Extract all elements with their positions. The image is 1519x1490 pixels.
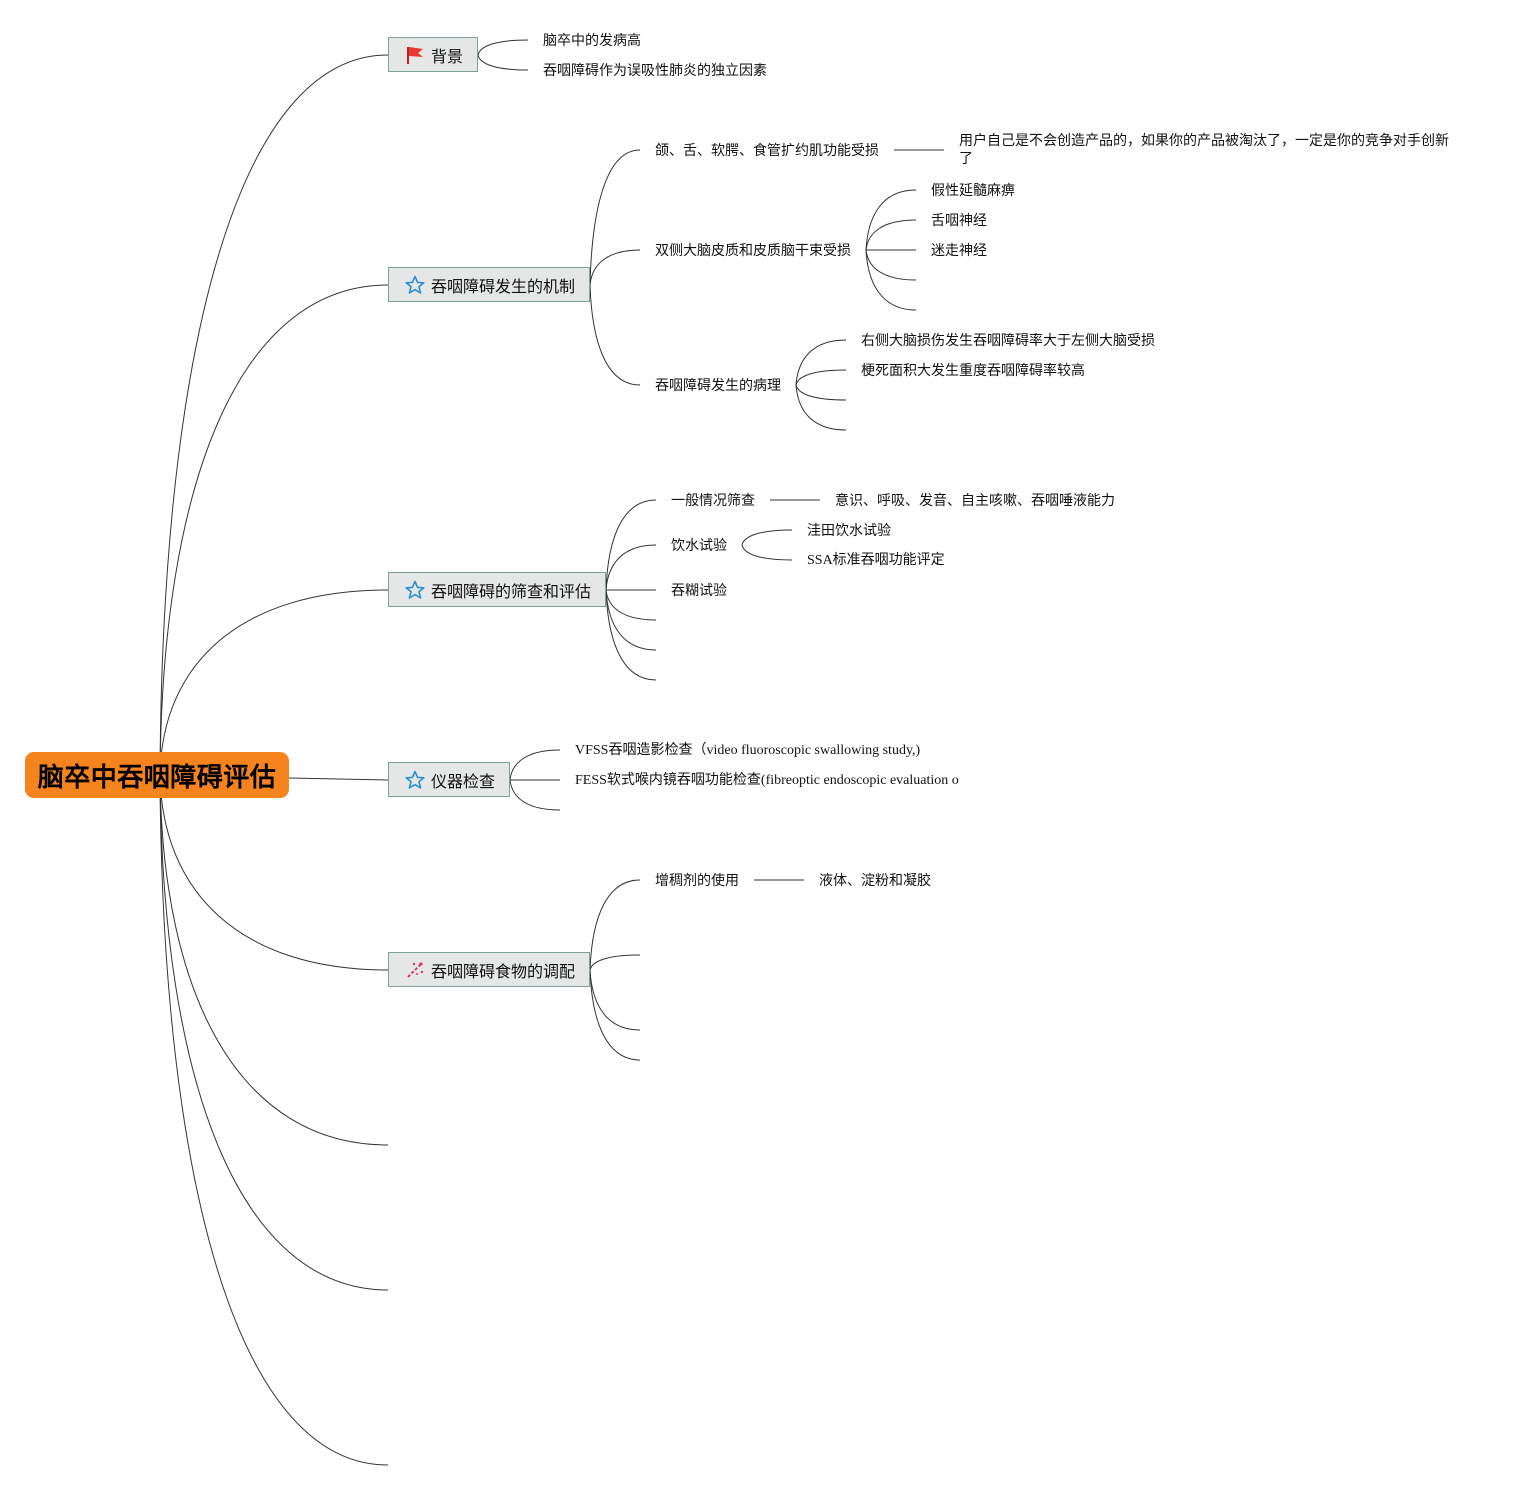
water-branch-0 bbox=[741, 529, 793, 546]
leaf-pathology-2[interactable]: 梗死面积大发生重度吞咽障碍率较高 bbox=[861, 363, 1085, 379]
mechanism-branch-0 bbox=[589, 149, 641, 286]
root-branch-0 bbox=[159, 54, 389, 776]
cortex-branch-0 bbox=[865, 189, 917, 251]
leaf-instrument-vfss[interactable]: VFSS吞咽造影检查（video fluoroscopic swallowing… bbox=[575, 743, 921, 758]
leaf-cortex-1[interactable]: 假性延髓麻痹 bbox=[931, 183, 1015, 199]
star-icon bbox=[405, 770, 425, 790]
screening-branch-3 bbox=[605, 589, 657, 621]
star-icon bbox=[405, 580, 425, 600]
water-branch-1 bbox=[741, 544, 793, 561]
leaf-cortex-3[interactable]: 迷走神经 bbox=[931, 243, 987, 259]
leaf-background-1[interactable]: 脑卒中的发病高 bbox=[543, 33, 641, 49]
instrument-branch-2 bbox=[509, 779, 561, 811]
subtopic-pathology[interactable]: 吞咽障碍发生的病理 bbox=[655, 378, 781, 394]
root-branch-5 bbox=[159, 774, 389, 1291]
leaf-water-2[interactable]: SSA标准吞咽功能评定 bbox=[807, 553, 945, 568]
screening-branch-5 bbox=[605, 589, 657, 681]
sparkle-icon bbox=[405, 960, 425, 980]
pathology-branch-0 bbox=[795, 339, 847, 386]
screening-branch-0 bbox=[605, 499, 657, 591]
mechanism-branch-2 bbox=[589, 284, 641, 386]
root-topic-label: 脑卒中吞咽障碍评估 bbox=[37, 762, 277, 793]
topic-mechanism-label: 吞咽障碍发生的机制 bbox=[431, 276, 576, 296]
leaf-pathology-1[interactable]: 右侧大脑损伤发生吞咽障碍率大于左侧大脑受损 bbox=[861, 333, 1155, 349]
star-icon bbox=[405, 275, 425, 295]
root-branch-2 bbox=[159, 589, 389, 776]
topic-background[interactable]: 背景 bbox=[388, 37, 478, 72]
topic-screening[interactable]: 吞咽障碍的筛查和评估 bbox=[388, 572, 606, 607]
leaf-water-1[interactable]: 洼田饮水试验 bbox=[807, 523, 891, 539]
subtopic-thickener[interactable]: 增稠剂的使用 bbox=[655, 873, 739, 889]
cortex-branch-4 bbox=[865, 249, 917, 311]
leaf-cortex-2[interactable]: 舌咽神经 bbox=[931, 213, 987, 229]
topic-instrument[interactable]: 仪器检查 bbox=[388, 762, 510, 797]
background-branch-0 bbox=[477, 39, 529, 56]
root-branch-1 bbox=[159, 284, 389, 776]
pathology-branch-2 bbox=[795, 384, 847, 401]
leaf-instrument-fess[interactable]: FESS软式喉内镜吞咽功能检查(fibreoptic endoscopic ev… bbox=[575, 773, 959, 788]
root-branch-6 bbox=[159, 774, 389, 1466]
subtopic-general[interactable]: 一般情况筛查 bbox=[671, 493, 755, 509]
diet-branch-0 bbox=[589, 879, 641, 971]
diet-branch-3 bbox=[589, 969, 641, 1061]
pathology-branch-1 bbox=[795, 369, 847, 386]
diet-branch-1 bbox=[589, 954, 641, 971]
topic-diet-label: 吞咽障碍食物的调配 bbox=[431, 961, 576, 981]
subtopic-paste[interactable]: 吞糊试验 bbox=[671, 583, 727, 599]
flag-icon bbox=[405, 45, 425, 65]
root-topic[interactable]: 脑卒中吞咽障碍评估 bbox=[25, 752, 289, 798]
leaf-background-2[interactable]: 吞咽障碍作为误吸性肺炎的独立因素 bbox=[543, 63, 767, 79]
pathology-branch-3 bbox=[795, 384, 847, 431]
leaf-general-note[interactable]: 意识、呼吸、发音、自主咳嗽、吞咽唾液能力 bbox=[835, 493, 1115, 509]
subtopic-cortex[interactable]: 双侧大脑皮质和皮质脑干束受损 bbox=[655, 243, 851, 259]
topic-diet[interactable]: 吞咽障碍食物的调配 bbox=[388, 952, 590, 987]
topic-screening-label: 吞咽障碍的筛查和评估 bbox=[431, 581, 592, 601]
root-branch-3 bbox=[159, 774, 389, 971]
mechanism-branch-1 bbox=[589, 249, 641, 286]
root-branch-4 bbox=[159, 774, 389, 1146]
topic-background-label: 背景 bbox=[431, 46, 464, 66]
subtopic-muscle[interactable]: 颌、舌、软腭、食管扩约肌功能受损 bbox=[655, 143, 879, 159]
root-branch-instrument bbox=[288, 777, 389, 781]
screening-branch-1 bbox=[605, 544, 657, 591]
subtopic-water[interactable]: 饮水试验 bbox=[671, 538, 727, 554]
instrument-branch-0 bbox=[509, 749, 561, 781]
leaf-muscle-note[interactable]: 用户自己是不会创造产品的，如果你的产品被淘汰了，一定是你的竞争对手创新了 bbox=[959, 133, 1449, 167]
cortex-branch-1 bbox=[865, 219, 917, 251]
topic-mechanism[interactable]: 吞咽障碍发生的机制 bbox=[388, 267, 590, 302]
cortex-branch-3 bbox=[865, 249, 917, 281]
leaf-thickener-note[interactable]: 液体、淀粉和凝胶 bbox=[819, 873, 931, 889]
background-branch-1 bbox=[477, 54, 529, 71]
topic-instrument-label: 仪器检查 bbox=[431, 771, 496, 791]
